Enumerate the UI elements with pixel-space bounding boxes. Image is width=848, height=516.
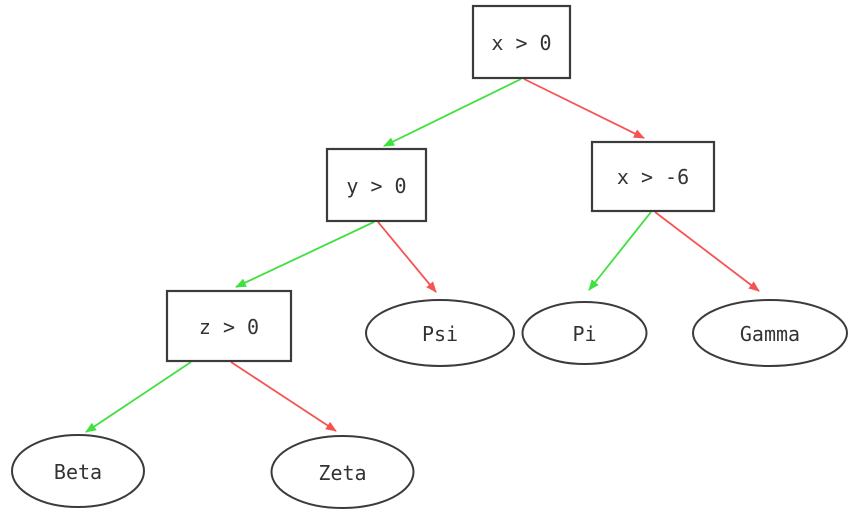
decision-node-z-gt-0-label: z > 0 bbox=[199, 315, 259, 339]
decision-node-y-gt-0-box bbox=[325, 147, 428, 223]
edge-root-to-y-gt-0-true bbox=[383, 78, 522, 147]
edge-z-gt-0-to-beta-true bbox=[85, 361, 192, 433]
edge-x-gt-neg6-to-gamma-false bbox=[654, 211, 760, 292]
edge-y-gt-0-to-psi-false bbox=[377, 221, 437, 293]
leaf-node-psi: Psi bbox=[365, 299, 515, 367]
leaf-node-zeta-ellipse bbox=[270, 435, 415, 509]
leaf-node-beta: Beta bbox=[11, 434, 145, 508]
decision-node-root-box bbox=[471, 4, 572, 80]
leaf-node-beta-ellipse bbox=[11, 434, 145, 508]
edge-z-gt-0-to-zeta-false bbox=[230, 361, 337, 432]
decision-node-z-gt-0-box bbox=[165, 289, 293, 363]
leaf-node-pi-ellipse bbox=[521, 301, 648, 365]
leaf-node-beta-label: Beta bbox=[54, 460, 102, 484]
leaf-node-psi-ellipse bbox=[365, 299, 515, 367]
decision-node-x-gt-neg6: x > -6 bbox=[590, 140, 716, 213]
leaf-node-gamma-ellipse bbox=[692, 299, 848, 367]
decision-node-x-gt-neg6-box bbox=[590, 140, 716, 213]
leaf-node-gamma: Gamma bbox=[692, 299, 848, 367]
decision-node-y-gt-0-label: y > 0 bbox=[346, 174, 406, 198]
edge-root-to-x-gt-neg6-false bbox=[523, 78, 645, 139]
decision-node-root: x > 0 bbox=[471, 4, 572, 80]
decision-node-y-gt-0: y > 0 bbox=[325, 147, 428, 223]
leaf-node-zeta: Zeta bbox=[270, 435, 415, 509]
leaf-node-pi-label: Pi bbox=[572, 322, 596, 346]
leaf-node-zeta-label: Zeta bbox=[318, 461, 366, 485]
leaf-node-psi-label: Psi bbox=[422, 322, 458, 346]
decision-node-z-gt-0: z > 0 bbox=[165, 289, 293, 363]
leaf-node-gamma-label: Gamma bbox=[740, 322, 800, 346]
leaf-node-pi: Pi bbox=[521, 301, 648, 365]
decision-node-x-gt-neg6-label: x > -6 bbox=[617, 165, 689, 189]
edge-y-gt-0-to-z-gt-0-true bbox=[235, 221, 375, 288]
edge-x-gt-neg6-to-pi-true bbox=[588, 211, 652, 291]
decision-node-root-label: x > 0 bbox=[491, 31, 551, 55]
